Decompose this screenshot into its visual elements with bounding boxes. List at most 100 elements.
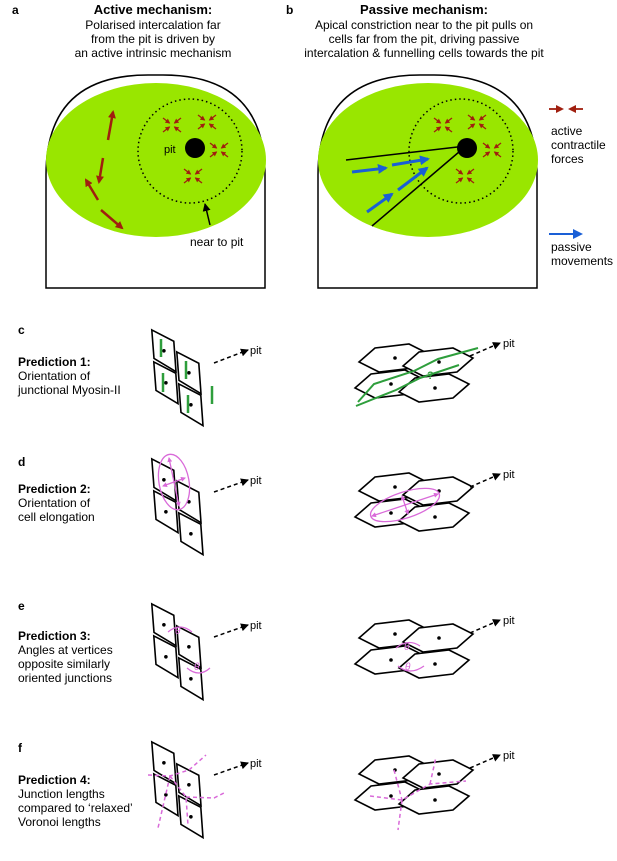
- contractile-force-arrow: [162, 126, 171, 133]
- pit-arrow-f-right: [469, 754, 501, 769]
- prediction-4-desc-1: Junction lengths: [18, 787, 105, 801]
- contractile-force-clusters-b: [433, 114, 502, 184]
- cell-nucleus: [393, 485, 397, 489]
- panel-letter-b: b: [286, 3, 293, 17]
- panel-b-desc-1: Apical constriction near to the pit pull…: [315, 18, 533, 32]
- cell-nucleus: [164, 793, 168, 797]
- passive-arrows-b: [351, 155, 430, 214]
- voronoi-vertical-f: [147, 754, 227, 829]
- contractile-force-arrow: [173, 117, 182, 124]
- contractile-force-arrow: [444, 126, 453, 133]
- cells-horizontal-f: [353, 755, 475, 815]
- contractile-force-arrow: [493, 151, 502, 158]
- contractile-force-arrow: [433, 117, 442, 124]
- cell-nucleus: [437, 360, 441, 364]
- theta-label-e-left-2: θ: [194, 662, 200, 673]
- question-mark-c: ?: [427, 370, 434, 382]
- panel-a: a Active mechanism: Polarised intercalat…: [12, 2, 266, 289]
- prediction-2-desc-1: Orientation of: [18, 496, 91, 510]
- prediction-3-desc-2: opposite similarly: [18, 657, 110, 671]
- contractile-force-arrow: [208, 114, 217, 121]
- prediction-3-title: Prediction 3:: [18, 629, 91, 643]
- contractile-force-arrow: [220, 142, 229, 149]
- contractile-force-arrow: [197, 123, 206, 130]
- pit-label-e-left: pit: [250, 620, 262, 632]
- pit-arrow-f-left: [213, 761, 249, 776]
- cells-vertical-f: [150, 740, 204, 840]
- panel-b: b Passive mechanism: Apical constriction…: [286, 2, 544, 289]
- cell-nucleus: [164, 381, 168, 385]
- cell-nucleus: [187, 645, 191, 649]
- panel-letter-f: f: [18, 741, 23, 755]
- cell-nucleus: [393, 356, 397, 360]
- cell-nucleus: [187, 783, 191, 787]
- cell-nucleus: [164, 655, 168, 659]
- contractile-force-arrow: [208, 123, 217, 130]
- cell-nucleus: [437, 636, 441, 640]
- cell-nucleus: [433, 515, 437, 519]
- panel-letter-a: a: [12, 3, 19, 17]
- elongation-vertical-d: [157, 453, 191, 511]
- cell-nucleus: [189, 815, 193, 819]
- contractile-force-arrow: [433, 126, 442, 133]
- contractile-force-arrow: [183, 177, 192, 184]
- prediction-1-desc-2: junctional Myosin-II: [17, 383, 121, 397]
- prediction-row-e: e Prediction 3: Angles at vertices oppos…: [18, 599, 515, 702]
- pit-label-d-right: pit: [503, 469, 515, 481]
- pulling-lines-b: [345, 145, 467, 227]
- contractile-force-arrow: [173, 126, 182, 133]
- legend-active-3: forces: [551, 152, 584, 166]
- panel-b-desc-2: cells far from the pit, driving passive: [329, 32, 520, 46]
- contractile-force-arrow: [209, 151, 218, 158]
- elongation-horizontal-d: [369, 487, 441, 523]
- pit-label-f-left: pit: [250, 758, 262, 770]
- near-pit-label-a: near to pit: [190, 235, 244, 249]
- pit-arrow-d-left: [213, 478, 249, 493]
- cell-nucleus: [164, 510, 168, 514]
- myosin-horizontal-c: [355, 347, 479, 407]
- prediction-row-c: c Prediction 1: Orientation of junctiona…: [17, 323, 515, 428]
- contractile-force-arrow: [220, 151, 229, 158]
- cell-nucleus: [162, 349, 166, 353]
- contractile-force-arrow: [209, 142, 218, 149]
- contractile-force-arrow: [467, 123, 476, 130]
- pit-label-e-right: pit: [503, 615, 515, 627]
- cell-nucleus: [433, 798, 437, 802]
- cells-horizontal-e: [353, 619, 475, 679]
- prediction-1-title: Prediction 1:: [18, 355, 91, 369]
- cell-nucleus: [189, 532, 193, 536]
- prediction-2-title: Prediction 2:: [18, 482, 91, 496]
- prediction-3-desc-3: oriented junctions: [18, 671, 112, 685]
- pit-label-a: pit: [164, 144, 176, 156]
- contractile-force-arrow: [162, 117, 171, 124]
- cells-horizontal-c: [353, 343, 475, 403]
- contractile-force-arrow: [467, 114, 476, 121]
- panel-a-title: Active mechanism:: [94, 2, 213, 17]
- legend-passive-2: movements: [551, 254, 613, 268]
- cell-nucleus: [189, 403, 193, 407]
- pit-a: [185, 138, 205, 158]
- prediction-4-title: Prediction 4:: [18, 773, 91, 787]
- near-pit-pointer-a: [202, 203, 211, 226]
- voronoi-horizontal-f: [369, 756, 467, 831]
- contractile-force-arrow: [466, 177, 475, 184]
- cell-nucleus: [389, 658, 393, 662]
- pit-arrow-e-left: [213, 623, 249, 638]
- contractile-force-arrow: [466, 168, 475, 175]
- cells-vertical-d: [150, 457, 204, 557]
- myosin-vertical-c: [159, 339, 214, 413]
- pit-arrow-e-right: [469, 619, 501, 634]
- contractile-force-arrow: [194, 177, 203, 184]
- pit-label-f-right: pit: [503, 750, 515, 762]
- cell-nucleus: [389, 794, 393, 798]
- contractile-force-arrow: [444, 117, 453, 124]
- theta-label-e-left-1: θ: [175, 626, 181, 637]
- contractile-force-arrow: [455, 177, 464, 184]
- panel-a-desc-1: Polarised intercalation far: [85, 18, 220, 32]
- contractile-force-arrow: [455, 168, 464, 175]
- near-pit-boundary-b: [408, 98, 514, 204]
- legend-passive-1: passive: [551, 240, 592, 254]
- prediction-4-desc-2: compared to ‘relaxed’: [18, 801, 133, 815]
- pit-label-c-left: pit: [250, 345, 262, 357]
